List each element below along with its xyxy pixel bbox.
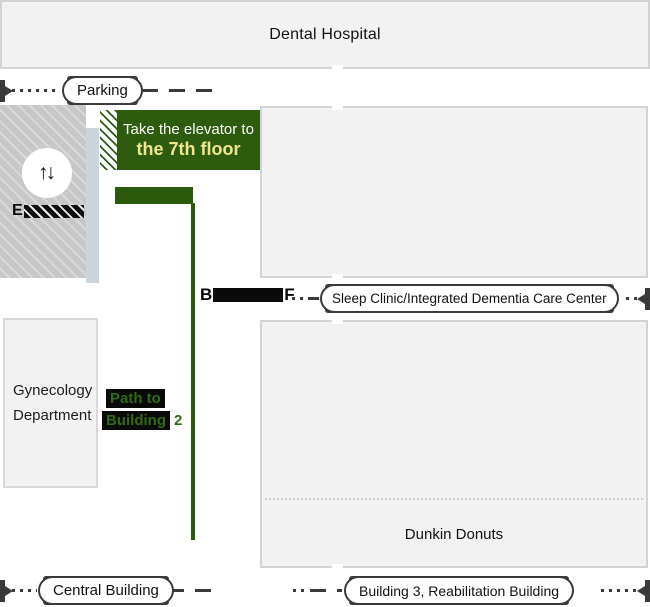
map-exit-arrow-icon xyxy=(0,580,14,602)
map-exit-arrow-icon xyxy=(636,580,650,602)
route-path-segment xyxy=(115,187,193,204)
arrow-triangle xyxy=(5,86,13,96)
central-building-pill: Central Building xyxy=(38,576,174,605)
dental-hospital-building: Dental Hospital xyxy=(0,0,650,69)
doorway-notch xyxy=(332,319,343,324)
elevator-label: E xyxy=(12,202,84,220)
map-exit-arrow-icon xyxy=(0,80,14,102)
path-label-suffix: 2 xyxy=(174,412,183,429)
banner-line-1: Take the elevator to xyxy=(123,120,254,138)
floor-label-suffix: F xyxy=(284,285,295,304)
parking-pill: Parking xyxy=(62,76,143,105)
banner-text: Take the elevator to the 7th floor xyxy=(117,110,260,170)
dashed-connector xyxy=(308,297,319,300)
dashed-connector xyxy=(142,89,212,92)
gynecology-building: Gynecology Department xyxy=(3,318,98,488)
dunkin-donuts-label: Dunkin Donuts xyxy=(404,526,504,543)
dotted-connector xyxy=(292,297,307,300)
doorway-notch xyxy=(332,274,343,279)
path-label-line-2: Building xyxy=(102,411,170,430)
path-label-row-1: Path to xyxy=(106,388,182,410)
dotted-connector xyxy=(293,589,308,592)
dotted-connector xyxy=(12,589,37,592)
dashed-connector xyxy=(310,589,342,592)
central-building-pill-label: Central Building xyxy=(38,576,174,605)
arrow-triangle xyxy=(5,586,13,596)
elevator-instruction-banner: Take the elevator to the 7th floor xyxy=(100,110,260,170)
building-3-pill: Building 3, Reabilitation Building xyxy=(344,576,575,605)
sleep-clinic-pill: Sleep Clinic/Integrated Dementia Care Ce… xyxy=(320,284,619,313)
doorway-notch xyxy=(332,564,343,569)
route-path-line xyxy=(191,203,195,540)
dotted-connector xyxy=(626,297,637,300)
floor-label: B F xyxy=(200,285,295,305)
arrow-bar xyxy=(645,288,650,310)
sleep-clinic-pill-label: Sleep Clinic/Integrated Dementia Care Ce… xyxy=(320,284,619,313)
doorway-notch xyxy=(332,105,343,110)
solid-redaction-bar xyxy=(213,288,284,302)
doorway-notch xyxy=(332,65,343,70)
lower-building-block: Dunkin Donuts xyxy=(260,320,648,568)
dental-hospital-label: Dental Hospital xyxy=(269,25,381,43)
hatched-redaction-bar xyxy=(23,204,84,218)
building-3-pill-label: Building 3, Reabilitation Building xyxy=(344,576,575,605)
elevator-label-prefix: E xyxy=(12,202,23,219)
gynecology-label-line-1: Gynecology xyxy=(13,382,93,399)
arrow-triangle xyxy=(637,294,645,304)
banner-line-2: the 7th floor xyxy=(136,138,241,159)
banner-hatch-stripe xyxy=(100,110,117,170)
upper-building-block xyxy=(260,106,648,278)
dotted-connector xyxy=(601,589,636,592)
arrow-bar xyxy=(645,580,650,602)
corridor-strip xyxy=(86,128,99,283)
elevator-arrows-glyph: ↑↓ xyxy=(38,161,56,184)
parking-pill-label: Parking xyxy=(62,76,143,105)
arrow-bar xyxy=(0,80,5,102)
arrow-triangle xyxy=(637,586,645,596)
arrow-bar xyxy=(0,580,5,602)
path-label-line-1: Path to xyxy=(106,389,165,408)
gynecology-label-line-2: Department xyxy=(13,407,92,424)
dotted-connector xyxy=(12,89,60,92)
up-down-arrows-icon: ↑↓ xyxy=(22,148,72,198)
map-exit-arrow-icon xyxy=(636,288,650,310)
floor-divider-dotted-line xyxy=(265,498,643,500)
floor-label-prefix: B xyxy=(200,285,213,304)
dashed-connector xyxy=(168,589,212,592)
